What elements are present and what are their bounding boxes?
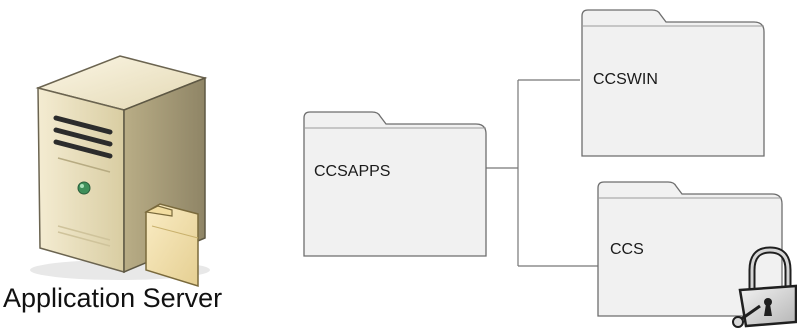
connector-lines	[486, 79, 598, 267]
folder-label-ccswin: CCSWIN	[593, 71, 658, 88]
folder-icon	[581, 9, 765, 157]
folder-icon	[597, 181, 783, 317]
server-folder-icon	[144, 203, 199, 288]
power-light-icon	[77, 181, 91, 195]
folder-ccsapps[interactable]: CCSAPPS	[303, 111, 487, 257]
folder-label-ccs: CCS	[610, 241, 644, 258]
server-tower-icon	[30, 55, 210, 280]
folder-icon	[303, 111, 487, 257]
folder-ccswin[interactable]: CCSWIN	[581, 9, 765, 157]
padlock-icon	[732, 246, 797, 328]
folder-ccs[interactable]: CCS	[597, 181, 783, 317]
folder-label-ccsapps: CCSAPPS	[314, 163, 390, 180]
server-caption: Application Server	[3, 283, 223, 313]
